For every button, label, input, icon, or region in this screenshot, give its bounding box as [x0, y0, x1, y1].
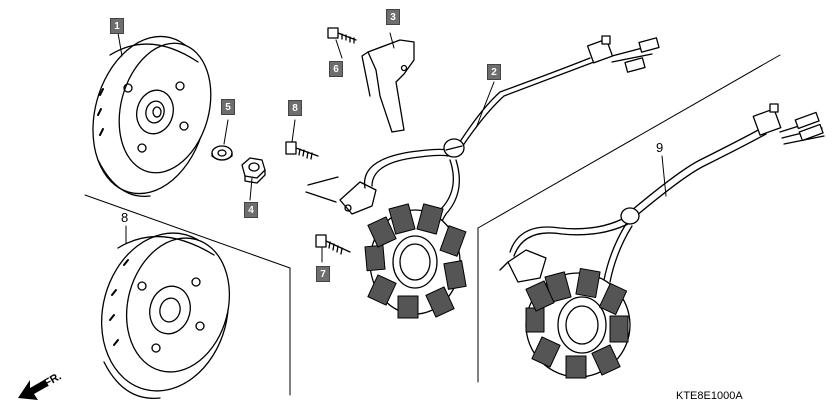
flywheel-part-8 [100, 232, 231, 399]
callout-7: 7 [316, 266, 330, 282]
bolt-part-8-upper [285, 141, 319, 160]
callout-4: 4 [244, 202, 258, 218]
front-arrow-icon [18, 380, 48, 400]
callout-5: 5 [221, 99, 235, 115]
leader-lines [117, 32, 667, 263]
callout-8-label: 8 [121, 210, 129, 225]
nut-part-4 [241, 157, 266, 184]
bracket-part-3 [361, 39, 415, 133]
bolt-part-6 [327, 27, 357, 44]
callout-9-label: 9 [656, 140, 664, 155]
stator-assembly-part-2 [305, 35, 660, 319]
divider-line-left [84, 194, 291, 269]
callout-1: 1 [110, 18, 124, 34]
divider-line-right [477, 54, 781, 229]
bolt-part-7 [315, 234, 351, 255]
flywheel-part-1 [92, 35, 212, 197]
diagram-code: KTE8E1000A [676, 390, 743, 402]
washer-part-5 [211, 145, 233, 161]
callout-8-tag: 8 [288, 100, 302, 116]
callout-2: 2 [487, 64, 501, 80]
callout-6: 6 [329, 61, 343, 77]
stator-assembly-part-9 [499, 103, 825, 379]
callout-3: 3 [386, 9, 400, 25]
